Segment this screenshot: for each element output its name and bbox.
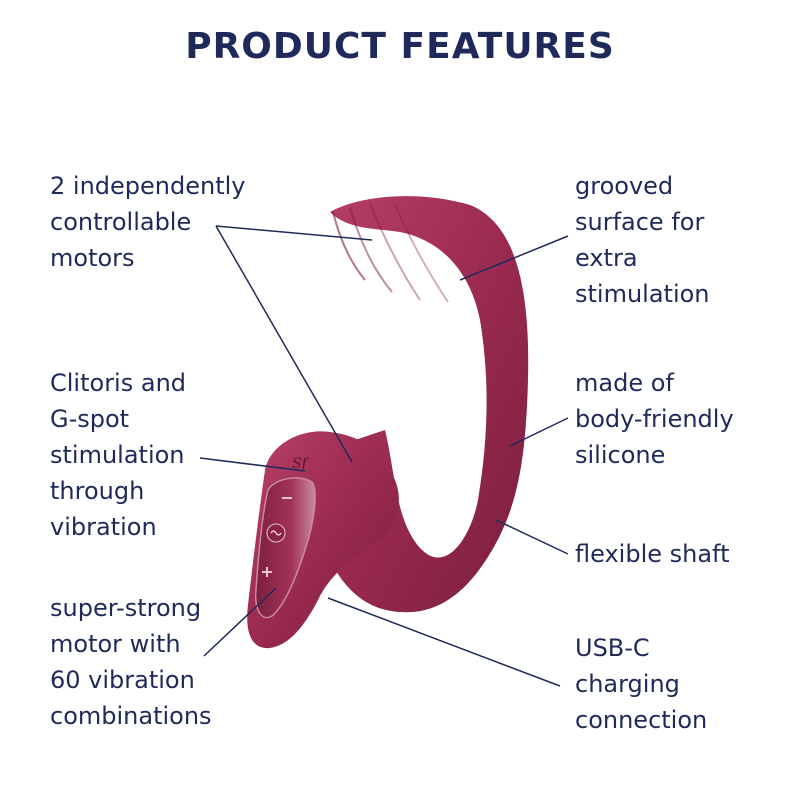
callout-clitoris-line <box>199 457 306 472</box>
callout-motors-line-2 <box>215 225 353 463</box>
callout-grooved-line <box>459 235 569 281</box>
feature-body-friendly-silicone: made of body-friendly silicone <box>575 369 734 469</box>
feature-vibration-combinations: super-strong motor with 60 vibration com… <box>50 594 212 730</box>
wave-icon[interactable] <box>266 523 286 543</box>
feature-motors: 2 independently controllable motors <box>50 172 246 272</box>
feature-usb-c-charging: USB-C charging connection <box>575 634 708 734</box>
plus-icon[interactable] <box>262 567 272 577</box>
feature-grooved-surface: grooved surface for extra stimulation <box>575 172 710 308</box>
device-body <box>247 196 529 649</box>
feature-clitoris-gspot: Clitoris and G-spot stimulation through … <box>50 369 187 541</box>
callout-motors-line-1 <box>215 225 373 241</box>
callout-usb-line <box>327 597 561 687</box>
feature-flexible-shaft: flexible shaft <box>575 540 730 568</box>
callout-vibration-line <box>203 587 277 657</box>
callout-silicone-line <box>509 417 569 447</box>
brand-logo: Sf <box>292 456 310 472</box>
callout-shaft-line <box>495 519 569 555</box>
page-title: PRODUCT FEATURES <box>185 26 615 67</box>
